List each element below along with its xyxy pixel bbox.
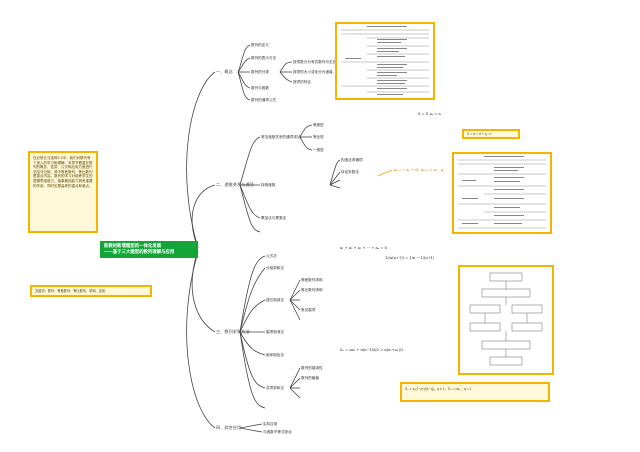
s3-branch: 分组求和法 — [266, 266, 284, 270]
s3-sub: 数列的最值 — [301, 376, 319, 380]
s3-sub: 数列的增减性 — [301, 366, 323, 370]
s1-branch: 数列的定义 — [251, 43, 269, 47]
s3-branch: 错位相减法 — [266, 298, 284, 302]
s1-branch: 数列与函数 — [251, 86, 269, 90]
formula-recur: aₙ₊₁ = aₙ + d，aₙ₊₁ = aₙ · q — [394, 168, 443, 172]
s3-branch: 裂项相消法 — [266, 330, 284, 334]
central-topic-line1: 新教材新增题型的一体化发展 — [104, 243, 162, 248]
s2-sub: 构造法求通项 — [341, 158, 363, 162]
s2-sub: 等比型 — [313, 135, 324, 139]
section-4: 四、综合应用 — [216, 425, 242, 430]
s2-branch: 特殊递推 — [261, 183, 276, 187]
central-topic: 新教材新增题型的一体化发展 ——基于三大题型的数列理解与应用 — [100, 241, 198, 258]
s2-branch: 常见递推关系的通项求法 — [261, 135, 301, 139]
section-3: 三、数列求和方法 — [216, 329, 250, 334]
s2-sub: 等差型 — [313, 123, 324, 127]
s1-branch: 数列的分类 — [251, 70, 269, 74]
s2-branch: 累加法与累乘法 — [261, 216, 287, 220]
s1-sub: 按项数分为有穷数列与无穷数列 — [293, 60, 344, 64]
table-grid-2 — [458, 156, 546, 229]
keyword-note: 关键词：数列、等差数列、等比数列、求和、应用 — [30, 285, 152, 297]
formula-total: Sₙ = na₁ + n(n−1)d/2 = n(a₁+aₙ)/2 — [340, 348, 404, 352]
formula-box-2: Sₙ = a₁(1−qⁿ)/(1−q)，q ≠ 1，Sₙ = na₁，q = 1 — [400, 382, 550, 402]
s2-sub: 一般型 — [313, 148, 324, 152]
table-grid-1 — [341, 26, 429, 95]
s3-sub: 等比数列求和 — [301, 288, 323, 292]
reference-table-2 — [452, 152, 552, 234]
formula-sum: S = Σ aₙ = n — [418, 112, 441, 116]
flow-diagram — [458, 265, 554, 375]
section-1: 一、概念 — [216, 69, 233, 74]
s4-branch: 与函数不等式综合 — [263, 430, 292, 434]
s3-sub: 常见裂项 — [301, 308, 316, 312]
intro-note: 在必修五与选修2-2中，我们对数列有了深入的学习和理解。本章节着重在数列的概念、… — [28, 151, 98, 233]
s3-branch: 并项求和法 — [266, 386, 284, 390]
s1-sub: 按项的特征 — [293, 80, 311, 84]
s3-branch: 倒序相加法 — [266, 353, 284, 357]
s2-sub: 待定系数法 — [341, 170, 359, 174]
formula-split: 1/(n(n+1)) = 1/n − 1/(n+1) — [385, 256, 435, 260]
s1-sub: 按项的大小变化分为递增、递减、常数、摆动数列 — [293, 70, 373, 74]
reference-table-1 — [335, 22, 435, 100]
s3-sub: 等差数列求和 — [301, 278, 323, 282]
s3-branch: 公式法 — [266, 254, 277, 258]
central-topic-line2: ——基于三大题型的数列理解与应用 — [104, 249, 175, 254]
section-2: 二、递推关系与通项 — [216, 182, 254, 187]
s4-branch: 实际应用 — [263, 422, 278, 426]
s1-branch: 数列的表示方法 — [251, 56, 277, 60]
s1-branch: 数列的通项公式 — [251, 98, 277, 102]
formula-box-1: S = a + d + q · n — [462, 129, 520, 139]
flow-diagram-shapes — [469, 272, 543, 366]
formula-seq: a₁ + a₂ + a₃ + ⋯ + aₙ = S — [340, 246, 387, 250]
